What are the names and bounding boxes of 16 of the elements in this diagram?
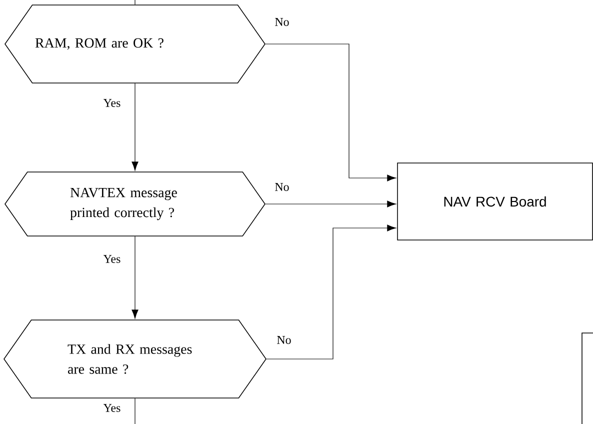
edge-label: Yes (102, 254, 122, 264)
edge-label: No (276, 335, 292, 345)
arrow (266, 224, 396, 360)
arrow (265, 44, 396, 182)
edge-label: Yes (102, 98, 122, 108)
edge-label: No (274, 182, 290, 192)
edge-label: No (274, 17, 290, 27)
decision-hexagon: TX and RX messages are same ? (4, 320, 266, 398)
decision-hexagon: NAVTEX message printed correctly ? (4, 172, 266, 236)
arrow (132, 236, 138, 319)
process-box: NAV RCV Board (397, 162, 593, 240)
arrow (265, 200, 396, 208)
edge-label: Yes (102, 403, 122, 413)
arrow (132, 83, 138, 171)
decision-hexagon: RAM, ROM are OK ? (4, 4, 266, 84)
box (582, 332, 593, 424)
